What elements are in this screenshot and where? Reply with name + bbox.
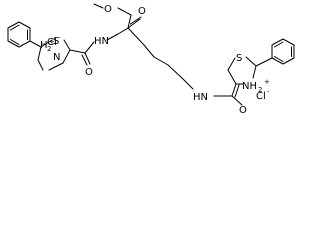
left-phenyl-ring bbox=[7, 21, 31, 48]
right-phenyl-ring bbox=[271, 38, 295, 65]
right-amide-nh-label: HN bbox=[193, 92, 208, 103]
left-sulfur-label: S bbox=[53, 36, 59, 47]
right-ammonium-charge: + bbox=[264, 78, 270, 86]
right-ammonium-n-label: NH bbox=[242, 81, 257, 92]
right-chloride-label: Cl bbox=[256, 91, 266, 102]
left-ammonium-charge: + bbox=[49, 38, 55, 46]
left-ammonium-h-count: 2 bbox=[47, 45, 51, 53]
right-ammonium-h-count: 2 bbox=[258, 86, 262, 94]
right-amide-oxygen-label: O bbox=[239, 105, 247, 116]
left-ammonium-h-label: H bbox=[40, 40, 48, 51]
butyl-chain bbox=[127, 27, 194, 90]
left-amide bbox=[69, 33, 119, 66]
left-chloride-label: Cl bbox=[47, 37, 57, 48]
chemical-structure: O O S H 2 N + Cl - HN O HN O S NH 2 + Cl… bbox=[7, 3, 295, 116]
right-sulfur-label: S bbox=[236, 53, 242, 64]
left-amide-nh-label: HN bbox=[94, 36, 109, 47]
ester-oxygen-label: O bbox=[104, 4, 112, 15]
left-amide-oxygen-label: O bbox=[85, 67, 93, 78]
left-thiazolidine-ring bbox=[29, 39, 71, 71]
right-thiazolidine-ring bbox=[227, 56, 273, 85]
left-chloride-charge: - bbox=[58, 34, 61, 42]
left-ammonium-n-label: N bbox=[53, 52, 60, 63]
methyl-ester bbox=[93, 3, 142, 35]
right-chloride-charge: - bbox=[267, 88, 270, 96]
right-amide bbox=[213, 83, 243, 106]
carbonyl-oxygen-label: O bbox=[138, 6, 146, 17]
